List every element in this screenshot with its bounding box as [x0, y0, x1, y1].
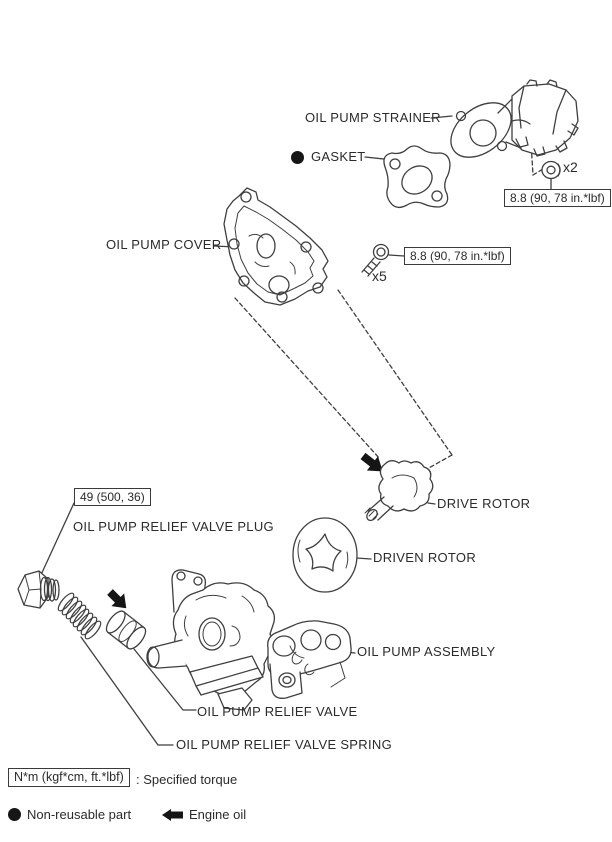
qty-cover-bolt: x5: [372, 268, 387, 284]
label-oil-pump-cover: OIL PUMP COVER: [106, 237, 222, 252]
torque-spec-relief-valve-plug: 49 (500, 36): [74, 488, 151, 507]
label-oil-pump-strainer: OIL PUMP STRAINER: [305, 110, 441, 125]
cover-bolt-drawing: [361, 243, 390, 277]
engine-oil-arrow-drive-rotor: [360, 452, 383, 472]
label-oil-pump-assembly: OIL PUMP ASSEMBLY: [357, 644, 496, 659]
engine-oil-arrow-icon: [162, 809, 183, 821]
oil-pump-assembly-drawing: [146, 569, 352, 711]
legend-torque-box: N*m (kgf*cm, ft.*lbf): [8, 768, 130, 787]
relief-valve-drawing: [105, 610, 147, 650]
label-drive-rotor: DRIVE ROTOR: [437, 496, 531, 511]
torque-spec-strainer-nut: 8.8 (90, 78 in.*lbf): [504, 189, 611, 208]
driven-rotor-drawing: [292, 517, 358, 593]
label-driven-rotor: DRIVEN ROTOR: [373, 550, 477, 565]
legend-engine-oil-label: Engine oil: [189, 807, 247, 822]
label-oil-pump-relief-valve-spring: OIL PUMP RELIEF VALVE SPRING: [176, 737, 392, 752]
drive-rotor-drawing: [364, 460, 434, 522]
relief-valve-spring-drawing: [57, 592, 102, 640]
relief-valve-plug-drawing: [17, 570, 60, 609]
oil-pump-strainer-drawing: [450, 79, 579, 158]
legend-torque-label: : Specified torque: [136, 772, 238, 787]
torque-spec-cover-bolt: 8.8 (90, 78 in.*lbf): [404, 247, 511, 266]
qty-strainer-nut: x2: [563, 159, 578, 175]
oil-pump-cover-drawing: [223, 187, 329, 306]
non-reusable-dot-icon: [8, 808, 21, 821]
gasket-drawing: [383, 145, 451, 209]
label-gasket: GASKET: [311, 149, 366, 164]
legend-non-reusable-label: Non-reusable part: [27, 807, 132, 822]
strainer-nut-drawing: [541, 160, 561, 180]
engine-oil-arrow-relief-valve: [107, 589, 127, 609]
non-reusable-dot-gasket: [291, 151, 304, 164]
label-oil-pump-relief-valve-plug: OIL PUMP RELIEF VALVE PLUG: [73, 519, 274, 534]
label-oil-pump-relief-valve: OIL PUMP RELIEF VALVE: [197, 704, 358, 719]
